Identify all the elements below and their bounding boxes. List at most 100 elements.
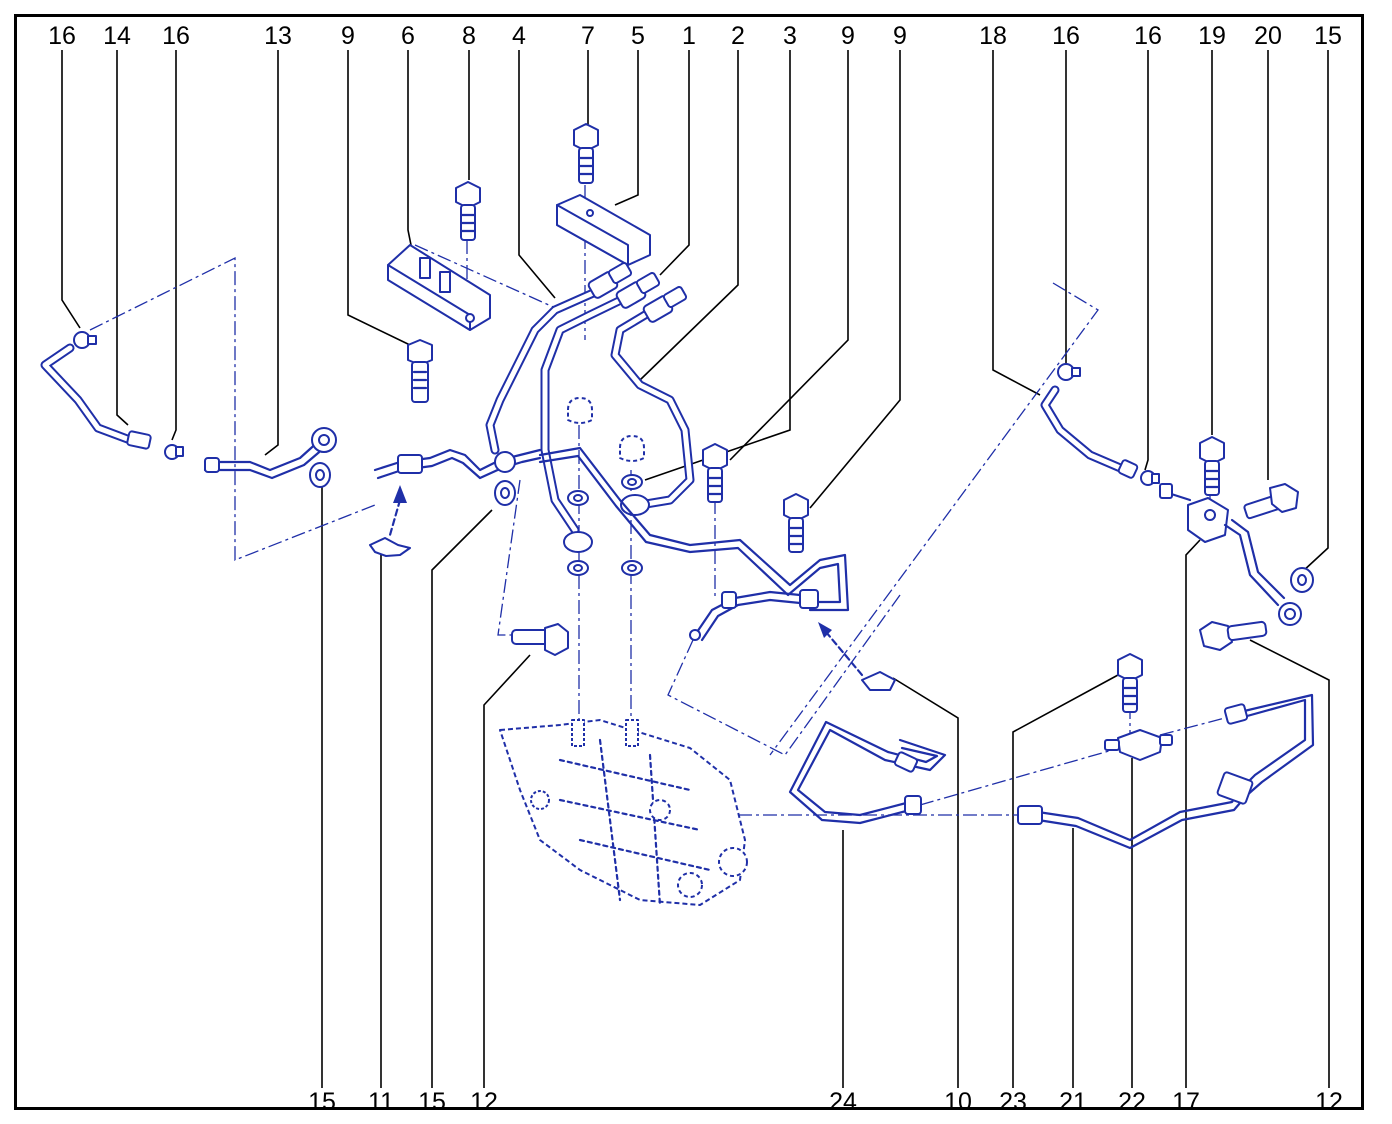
- callout-top-21: 15: [1314, 22, 1342, 50]
- callout-top-19: 19: [1198, 22, 1226, 50]
- assembly-line-12a: [497, 479, 521, 636]
- leader-lines: [61, 50, 1330, 1088]
- bolt-7: [573, 123, 599, 184]
- hose-clip-16c: [1057, 363, 1081, 381]
- callout-top-11: 1: [682, 22, 696, 50]
- leader-9b: [729, 50, 849, 461]
- callout-top-20: 20: [1254, 22, 1282, 50]
- pipe-24: [788, 720, 947, 825]
- callout-top-8: 4: [512, 22, 526, 50]
- callout-top-14: 9: [841, 22, 855, 50]
- callout-top-2: 14: [103, 22, 131, 50]
- injection-pump: [499, 719, 748, 907]
- hose-18: [1040, 385, 1139, 479]
- callout-bottom-4: 12: [470, 1088, 498, 1116]
- top-callouts: 16 14 16 13 9 6 8 4 7 5 1 2 3 9 9 18 16 …: [48, 22, 1342, 50]
- leader-2: [639, 50, 739, 381]
- leader-4: [518, 50, 556, 299]
- bolt-9a: [407, 339, 433, 403]
- assembly-line-long: [769, 282, 1099, 756]
- callout-bottom-9: 22: [1118, 1088, 1146, 1116]
- bolt-19: [1199, 436, 1225, 496]
- leader-9a: [347, 50, 411, 346]
- injection-pipe-3: [538, 446, 850, 612]
- clamp-block-5: [556, 194, 651, 266]
- leader-6: [407, 50, 413, 251]
- callout-bottom-5: 24: [829, 1088, 857, 1116]
- leader-5: [614, 50, 639, 206]
- callout-top-3: 16: [162, 22, 190, 50]
- callout-bottom-7: 23: [999, 1088, 1027, 1116]
- leader-16b: [171, 50, 177, 441]
- leader-10: [892, 677, 959, 1088]
- injection-pipe-2: [610, 286, 695, 516]
- callout-bottom-2: 11: [368, 1088, 394, 1116]
- bolt-9b: [702, 443, 728, 503]
- leader-3: [644, 50, 791, 481]
- callout-top-9: 7: [581, 22, 595, 50]
- leader-16d: [1144, 50, 1149, 471]
- callout-top-17: 16: [1052, 22, 1080, 50]
- leader-14: [116, 50, 129, 426]
- callout-top-5: 9: [341, 22, 355, 50]
- callout-top-15: 9: [893, 22, 907, 50]
- clip-11: [369, 485, 411, 557]
- callout-top-1: 16: [48, 22, 76, 50]
- callout-bottom-1: 15: [308, 1088, 336, 1116]
- leader-9c: [809, 50, 901, 509]
- leader-13: [264, 50, 279, 456]
- banjo-bolt-12a: [511, 623, 569, 656]
- callout-top-12: 2: [731, 22, 745, 50]
- leader-23: [1012, 674, 1119, 1088]
- pipe-left-main: [373, 448, 542, 480]
- injector-cap-b: [619, 435, 645, 462]
- pipe-21: [1017, 693, 1315, 850]
- assembly-line-mid: [667, 594, 901, 756]
- callout-bottom-8: 21: [1059, 1088, 1087, 1116]
- callout-bottom-10: 17: [1172, 1088, 1200, 1116]
- pipe-middle-union: [689, 589, 819, 642]
- callout-top-16: 18: [979, 22, 1007, 50]
- washer-lower-a: [567, 560, 589, 576]
- callout-bottom-3: 15: [418, 1088, 446, 1116]
- callout-top-4: 13: [264, 22, 292, 50]
- washer-upper-b: [621, 474, 643, 490]
- washer-15d: [1290, 567, 1314, 593]
- leader-16a: [61, 50, 81, 329]
- clamp-plate-6: [387, 244, 491, 331]
- callout-bottom-6: 10: [944, 1088, 972, 1116]
- pipe-17: [1223, 518, 1302, 626]
- washer-15a: [309, 462, 331, 488]
- pipe-13: [203, 427, 337, 480]
- assembly-line-left: [89, 256, 376, 561]
- callout-top-13: 3: [783, 22, 797, 50]
- washer-lower-b: [621, 560, 643, 576]
- leader-1: [659, 50, 690, 276]
- hose-14: [40, 343, 152, 450]
- injection-pipe-4: [485, 262, 633, 455]
- valve-20: [1243, 483, 1299, 520]
- callout-top-6: 6: [401, 22, 415, 50]
- callout-top-7: 8: [462, 22, 476, 50]
- bolt-8: [455, 181, 481, 241]
- hose-clip-16d: [1140, 470, 1160, 486]
- leader-18: [992, 50, 1041, 396]
- hose-clip-16b: [164, 444, 184, 460]
- washer-15c: [494, 480, 516, 506]
- bolt-23: [1117, 653, 1143, 713]
- bolt-9c: [783, 493, 809, 553]
- clip-10: [818, 622, 896, 691]
- tee-17: [1159, 483, 1229, 543]
- bottom-callouts: 15 11 15 12 24 10 23 21 22 17 12: [308, 1088, 1343, 1116]
- injection-pipe-1: [540, 272, 661, 553]
- leader-15c: [431, 509, 493, 1088]
- injector-cap-a: [567, 397, 593, 424]
- banjo-bolt-12b: [1199, 620, 1268, 651]
- callout-bottom-11: 12: [1315, 1088, 1343, 1116]
- leader-12b: [1249, 639, 1330, 1088]
- washer-upper-a: [567, 490, 589, 506]
- assembly-line-22-21: [1159, 717, 1226, 736]
- assembly-line-24-22: [919, 744, 1131, 806]
- leader-15a: [1301, 50, 1329, 573]
